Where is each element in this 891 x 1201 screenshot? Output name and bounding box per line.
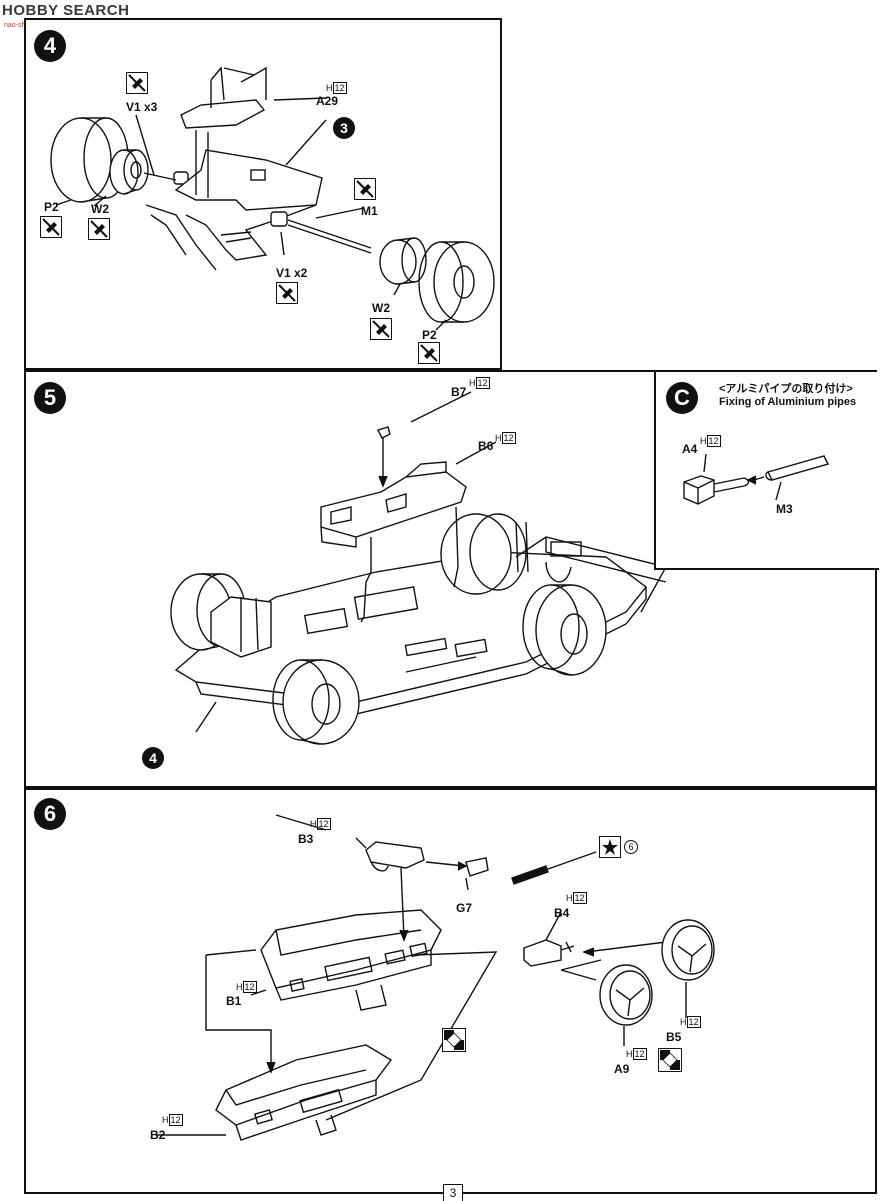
label-v1x2: V1 x2 (276, 266, 308, 280)
stepC-drawing (683, 453, 830, 505)
stepC-title-en: Fixing of Aluminium pipes (719, 396, 857, 408)
step5-number: 5 (34, 382, 66, 414)
step4-panel: 4 (24, 18, 502, 370)
step5-drawing (142, 391, 668, 769)
label-g7: G7 (456, 901, 473, 915)
step6-drawing (156, 814, 715, 1141)
paint-checker-icon (442, 1028, 466, 1052)
label-b7: B7 (451, 385, 467, 399)
stepC-title-jp: <アルミパイプの取り付け> (719, 383, 853, 395)
decal-star-icon (599, 836, 621, 858)
label-b6: B6 (478, 439, 494, 453)
decal-number: 6 (624, 840, 638, 854)
glue-icon (126, 72, 148, 94)
label-p2-left: P2 (44, 200, 59, 214)
label-w2-right: W2 (372, 301, 390, 315)
label-w2-left: W2 (91, 202, 109, 216)
label-b4: B4 (554, 906, 570, 920)
label-v1x3: V1 x3 (126, 100, 158, 114)
step5-subassembly-ref: 4 (149, 750, 157, 766)
step4-drawing (50, 66, 495, 331)
glue-icon (370, 318, 392, 340)
stepC-letter: C (666, 382, 698, 414)
step4-subassembly-ref: 3 (340, 120, 348, 136)
glue-icon (276, 282, 298, 304)
glue-icon (354, 178, 376, 200)
step6-panel: 6 (24, 788, 877, 1194)
glue-icon (418, 342, 440, 364)
label-m3: M3 (776, 502, 793, 516)
label-b2: B2 (150, 1128, 166, 1142)
page-number: 3 (443, 1184, 463, 1201)
watermark: HOBBY SEARCH (2, 2, 130, 19)
label-p2-right: P2 (422, 328, 437, 342)
label-m1: M1 (361, 204, 378, 218)
paint-checker-icon (658, 1048, 682, 1072)
glue-icon (88, 218, 110, 240)
label-a9: A9 (614, 1062, 630, 1076)
step4-number: 4 (34, 30, 66, 62)
label-a29: A29 (316, 94, 339, 108)
stepC-panel: C <アルミパイプの取り付け> Fixing of Aluminium pipe… (654, 372, 879, 570)
label-b5: B5 (666, 1030, 682, 1044)
label-b3: B3 (298, 832, 314, 846)
label-b1: B1 (226, 994, 242, 1008)
step6-number: 6 (34, 798, 66, 830)
glue-icon (40, 216, 62, 238)
label-a4: A4 (682, 442, 698, 456)
step5-panel: 5 (24, 370, 879, 788)
